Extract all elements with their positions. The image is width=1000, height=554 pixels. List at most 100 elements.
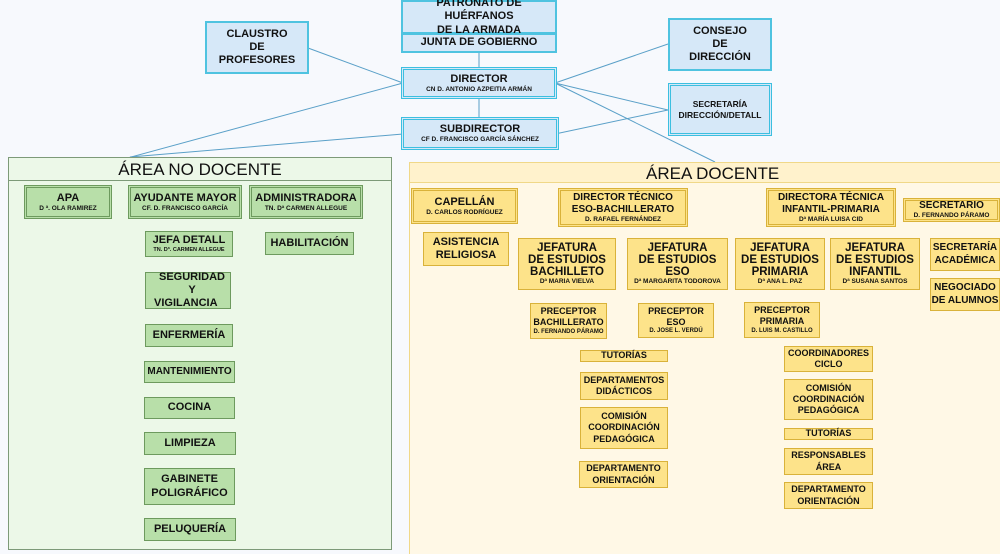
negociado-alumnos-box[interactable]: NEGOCIADO DE ALUMNOS [930,278,1000,311]
patronato-line: DE LA ARMADA [436,23,522,36]
preceptor-primaria-box[interactable]: PRECEPTOR PRIMARIA D. LUIS M. CASTILLO [744,302,820,338]
asistencia-religiosa-box[interactable]: ASISTENCIA RELIGIOSA [423,232,509,266]
jefatura-primaria-box[interactable]: JEFATURA DE ESTUDIOS PRIMARIA Dª ANA L. … [735,238,825,290]
jefatura-line: PRIMARIA [751,266,809,279]
secretaria-academica-line: ACADÉMICA [934,254,996,266]
unit-label: GABINETE [161,473,218,486]
capellan-box[interactable]: CAPELLÁN D. CARLOS RODRÍGUEZ [411,188,518,224]
unit-label: POLIGRÁFICO [151,486,228,499]
unit-label: ORIENTACIÓN [797,495,860,506]
jefatura-line: ESO [665,266,690,279]
unit-limpieza[interactable]: LIMPIEZA [144,432,236,455]
secretaria-academica-box[interactable]: SECRETARÍA ACADÉMICA [930,238,1000,271]
eso-unit-comision[interactable]: COMISIÓN COORDINACIÓN PEDAGÓGICA [580,407,668,449]
preceptor-bachillerato-box[interactable]: PRECEPTOR BACHILLERATO D. FERNANDO PÁRAM… [530,303,607,339]
unit-label: COORDINADORES [787,347,869,358]
prim-unit-orientacion[interactable]: DEPARTAMENTO ORIENTACIÓN [784,482,873,509]
administradora-box[interactable]: ADMINISTRADORA TN. Dª CARMEN ALLEGUE [249,185,363,219]
unit-label: DEPARTAMENTO [586,463,661,474]
jefatura-line: DE ESTUDIOS [741,254,819,267]
apa-name: D ª. OLA RAMIREZ [39,204,97,212]
unit-label: COORDINACIÓN [792,393,865,404]
preceptor-line: ESO [666,316,686,327]
secretaria-direccion-box[interactable]: SECRETARÍA DIRECCIÓN/DETALL [668,83,772,136]
prim-unit-responsables[interactable]: RESPONSABLES ÁREA [784,448,873,475]
unit-label: RESPONSABLES [791,450,866,461]
unit-gabinete[interactable]: GABINETE POLIGRÁFICO [144,468,235,505]
unit-label: LIMPIEZA [164,436,216,449]
unit-label: CICLO [814,359,843,369]
jefa-detall-box[interactable]: JEFA DETALL TN. Dª. CARMEN ALLEGUE [145,231,233,257]
eso-unit-tutorias[interactable]: TUTORÍAS [580,350,668,362]
consejo-line: DIRECCIÓN [689,51,751,64]
secretario-box[interactable]: SECRETARIO D. FERNANDO PÁRAMO [903,198,1000,222]
prim-unit-tutorias[interactable]: TUTORÍAS [784,428,873,440]
unit-label: MANTENIMIENTO [147,366,232,377]
unit-peluqueria[interactable]: PELUQUERÍA [144,518,236,541]
consejo-line: CONSEJO [693,24,747,37]
unit-label: ENFERMERÍA [152,328,226,341]
jefatura-eso-box[interactable]: JEFATURA DE ESTUDIOS ESO Dª MARGARITA TO… [627,238,728,290]
unit-label: ORIENTACIÓN [592,474,655,485]
ayudante-mayor-title: AYUDANTE MAYOR [133,191,237,204]
director-tecnico-eso-box[interactable]: DIRECTOR TÉCNICO ESO-BACHILLERATO D. RAF… [558,188,688,227]
director-box[interactable]: DIRECTOR CN D. ANTONIO AZPEITIA ARMÁN [401,67,557,99]
preceptor-name: D. LUIS M. CASTILLO [751,327,813,334]
jefatura-line: BACHILLETO [530,266,604,279]
subdirector-box[interactable]: SUBDIRECTOR CF D. FRANCISCO GARCÍA SÁNCH… [401,117,559,150]
habilitacion-label: HABILITACIÓN [270,236,349,249]
claustro-box[interactable]: CLAUSTRO DE PROFESORES [205,21,309,74]
jefatura-bachillerato-box[interactable]: JEFATURA DE ESTUDIOS BACHILLETO Dª MARIA… [518,238,616,290]
unit-seguridad[interactable]: SEGURIDAD Y VIGILANCIA [145,271,231,309]
jefatura-line: INFANTIL [849,266,901,279]
jefatura-name: Dª MARIA VIELVA [539,278,595,286]
preceptor-line: PRECEPTOR [754,305,810,316]
unit-label: DEPARTAMENTO [791,484,866,495]
preceptor-line: PRIMARIA [759,316,805,327]
patronato-box[interactable]: PATRONATO DE HUÉRFANOS DE LA ARMADA [401,0,557,36]
subdirector-title: SUBDIRECTOR [439,123,521,135]
negociado-line: NEGOCIADO [934,282,996,293]
unit-label: COORDINACIÓN [588,422,660,433]
patronato-line: PATRONATO DE HUÉRFANOS [436,0,522,23]
jefatura-name: Dª SUSANA SANTOS [842,278,908,286]
preceptor-eso-box[interactable]: PRECEPTOR ESO D. JOSE L. VERDÚ [638,303,714,338]
unit-mantenimiento[interactable]: MANTENIMIENTO [144,361,235,383]
directora-tecnica-infantil-box[interactable]: DIRECTORA TÉCNICA INFANTIL-PRIMARIA Dª M… [766,188,896,227]
claustro-line: DE [249,40,265,53]
dt-inf-line: DIRECTORA TÉCNICA [777,191,885,203]
dt-eso-line: ESO-BACHILLERATO [571,203,675,215]
asistencia-line: ASISTENCIA [432,235,500,248]
eso-unit-departamentos[interactable]: DEPARTAMENTOS DIDÁCTICOS [580,372,668,400]
dt-inf-name: Dª MARÍA LUISA CID [798,215,864,223]
unit-label: DIDÁCTICOS [596,386,652,396]
area-docente [409,162,1000,554]
apa-box[interactable]: APA D ª. OLA RAMIREZ [24,185,112,219]
ayudante-mayor-box[interactable]: AYUDANTE MAYOR CF. D. FRANCISCO GARCÍA [128,185,242,219]
dt-inf-line: INFANTIL-PRIMARIA [782,203,880,215]
jefatura-line: DE ESTUDIOS [528,254,606,267]
asistencia-line: RELIGIOSA [435,249,497,261]
jefatura-line: JEFATURA [750,242,810,254]
consejo-box[interactable]: CONSEJO DE DIRECCIÓN [668,18,772,71]
unit-label: TUTORÍAS [601,350,647,361]
unit-enfermeria[interactable]: ENFERMERÍA [145,324,233,347]
unit-label: DEPARTAMENTOS [583,374,665,385]
preceptor-line: PRECEPTOR [648,305,704,316]
jefatura-name: Dª MARGARITA TODOROVA [634,278,721,286]
unit-label: TUTORÍAS [805,428,852,439]
ayudante-mayor-name: CF. D. FRANCISCO GARCÍA [142,204,228,212]
jefatura-line: JEFATURA [647,242,708,254]
habilitacion-box[interactable]: HABILITACIÓN [265,232,354,255]
jefatura-line: JEFATURA [845,242,905,254]
junta-gobierno-box[interactable]: JUNTA DE GOBIERNO [401,33,557,53]
unit-cocina[interactable]: COCINA [144,397,235,419]
negociado-line: DE ALUMNOS [931,294,999,306]
prim-unit-coordinadores[interactable]: COORDINADORES CICLO [784,346,873,372]
dt-eso-name: D. RAFAEL FERNÁNDEZ [584,215,662,223]
area-no-docente-title: ÁREA NO DOCENTE [8,157,392,181]
apa-title: APA [56,191,80,204]
eso-unit-orientacion[interactable]: DEPARTAMENTO ORIENTACIÓN [579,461,668,488]
jefatura-infantil-box[interactable]: JEFATURA DE ESTUDIOS INFANTIL Dª SUSANA … [830,238,920,290]
prim-unit-comision[interactable]: COMISIÓN COORDINACIÓN PEDAGÓGICA [784,379,873,420]
